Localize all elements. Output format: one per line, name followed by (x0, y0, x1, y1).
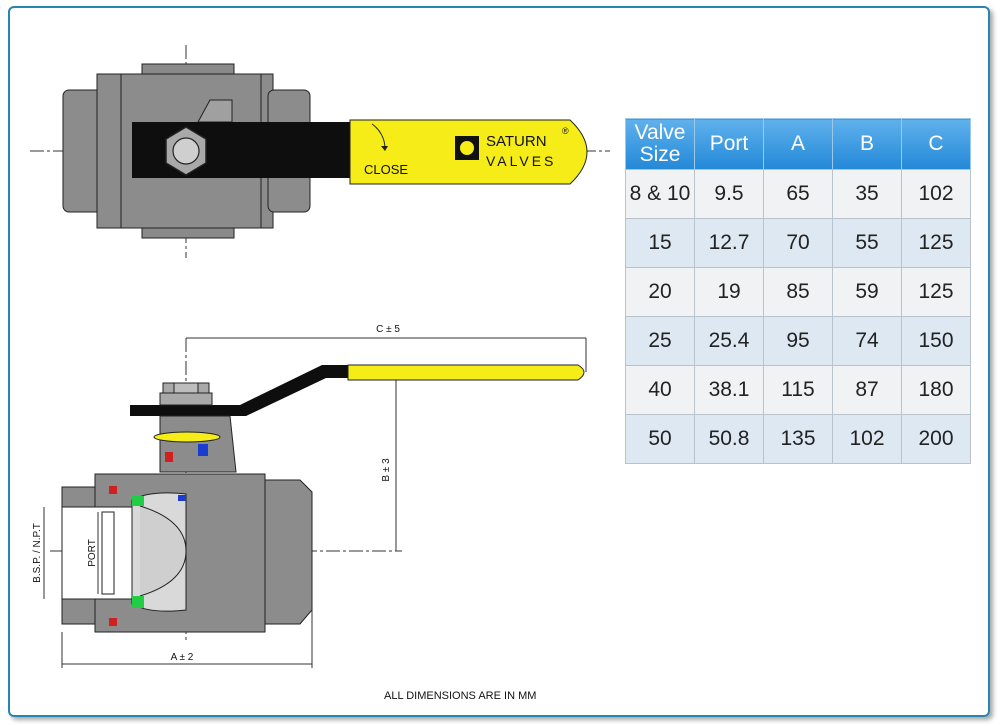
dimensions-footnote: ALL DIMENSIONS ARE IN MM (384, 690, 537, 702)
stem-top (173, 382, 199, 394)
port-label: PORT (87, 539, 98, 567)
cell-port: 25.4 (694, 316, 764, 366)
cell-c: 125 (901, 218, 971, 268)
table-row: 20 19 85 59 125 (625, 267, 971, 317)
cell-c: 180 (901, 365, 971, 415)
red-seal-upper (165, 452, 173, 462)
side-handle-yellow (347, 364, 585, 381)
blue-seal (198, 444, 208, 456)
handle-black (132, 122, 352, 178)
brand-logo-inner (460, 141, 474, 155)
red-seal-left-upper (109, 486, 117, 494)
cell-port: 9.5 (694, 169, 764, 219)
cell-c: 102 (901, 169, 971, 219)
cell-a: 70 (763, 218, 833, 268)
header-port: Port (694, 118, 764, 170)
close-label: CLOSE (364, 162, 408, 177)
dimension-table: Valve Size Port A B C 8 & 10 9.5 65 35 1… (625, 118, 971, 464)
dim-c-label: C ± 5 (376, 324, 400, 335)
stem-head (172, 137, 200, 165)
rotation-arrow (371, 123, 386, 149)
port-throat (101, 511, 115, 595)
brand-registered-mark: ® (562, 126, 569, 136)
cell-port: 38.1 (694, 365, 764, 415)
red-seal-left-lower (109, 618, 117, 626)
top-flange (141, 63, 235, 75)
green-seat-lower (132, 596, 144, 608)
side-view: C ± 5 B ± 3 A ± 2 (32, 324, 587, 668)
bore-opening (61, 506, 133, 600)
cell-c: 150 (901, 316, 971, 366)
table-row: 25 25.4 95 74 150 (625, 316, 971, 366)
cell-a: 135 (763, 414, 833, 464)
blue-seal-lower (178, 495, 186, 501)
table-row: 40 38.1 115 87 180 (625, 365, 971, 415)
cell-port: 12.7 (694, 218, 764, 268)
dim-a-label: A ± 2 (171, 652, 194, 663)
cell-size: 20 (625, 267, 695, 317)
header-b: B (832, 118, 902, 170)
locking-washer (153, 431, 221, 443)
cell-b: 102 (832, 414, 902, 464)
cell-b: 35 (832, 169, 902, 219)
cell-b: 55 (832, 218, 902, 268)
green-seat-upper (132, 496, 144, 506)
thread-label: B.S.P. / N.P.T (32, 523, 43, 583)
cell-b: 59 (832, 267, 902, 317)
brand-line2: VALVES (486, 153, 556, 169)
ball-curve (139, 505, 187, 597)
dim-b-label: B ± 3 (381, 458, 392, 482)
cell-a: 115 (763, 365, 833, 415)
header-c: C (901, 118, 971, 170)
cell-a: 95 (763, 316, 833, 366)
top-view: CLOSE SATURN ® VALVES (30, 45, 610, 258)
cell-port: 19 (694, 267, 764, 317)
cell-b: 74 (832, 316, 902, 366)
page-frame (8, 6, 990, 717)
cell-a: 65 (763, 169, 833, 219)
cell-c: 125 (901, 267, 971, 317)
cell-size: 25 (625, 316, 695, 366)
cell-size: 40 (625, 365, 695, 415)
table-row: 15 12.7 70 55 125 (625, 218, 971, 268)
middle-nut (159, 392, 213, 406)
valve-drawing: CLOSE SATURN ® VALVES C ± 5 B ± 3 (30, 45, 610, 668)
cell-b: 87 (832, 365, 902, 415)
arrow-head-icon (381, 146, 388, 151)
header-a: A (763, 118, 833, 170)
header-valve-size: Valve Size (625, 118, 695, 170)
cell-size: 50 (625, 414, 695, 464)
cell-size: 8 & 10 (625, 169, 695, 219)
table-header-row: Valve Size Port A B C (625, 118, 971, 170)
table-row: 50 50.8 135 102 200 (625, 414, 971, 464)
cell-port: 50.8 (694, 414, 764, 464)
bottom-flange (141, 227, 235, 239)
table-row: 8 & 10 9.5 65 35 102 (625, 169, 971, 219)
cell-c: 200 (901, 414, 971, 464)
cell-a: 85 (763, 267, 833, 317)
brand-line1: SATURN (486, 133, 547, 150)
cell-size: 15 (625, 218, 695, 268)
side-handle-black (130, 365, 352, 416)
